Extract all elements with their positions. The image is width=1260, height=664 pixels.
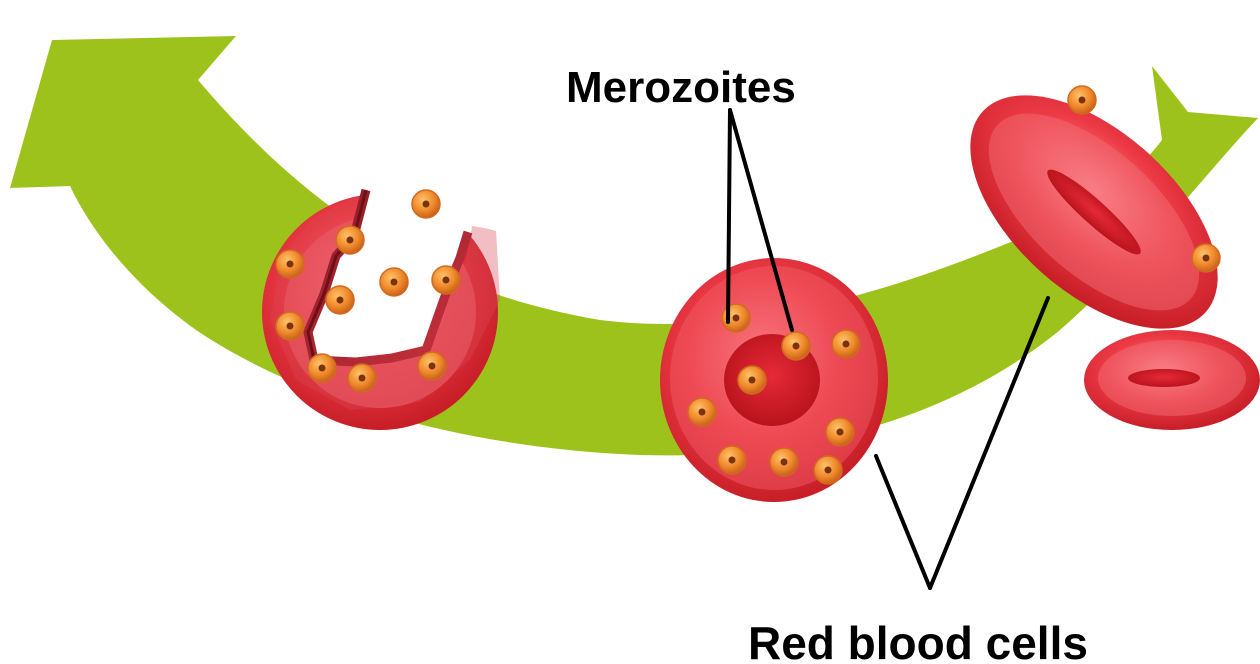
merozoites-label: Merozoites: [566, 66, 796, 110]
merozoite: [1192, 244, 1220, 272]
red-blood-cell-side: [1084, 330, 1260, 430]
infected-red-blood-cell: [660, 258, 888, 502]
red-blood-cells-label: Red blood cells: [748, 620, 1088, 664]
merozoite: [1068, 86, 1096, 114]
